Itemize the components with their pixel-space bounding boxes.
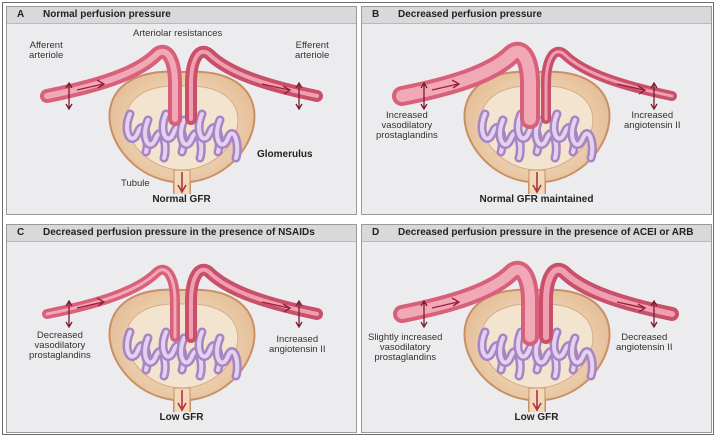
flow-arrow	[616, 301, 647, 313]
panel-title: Decreased perfusion pressure in the pres…	[398, 227, 694, 238]
capillary-lumen	[498, 336, 523, 378]
flow-arrow	[76, 297, 106, 309]
glomerulus-illustration	[40, 44, 323, 194]
panel-letter: A	[17, 9, 25, 20]
capillary-lumen	[534, 118, 559, 160]
panel-header: A Normal perfusion pressure	[7, 7, 356, 24]
capillary-lumen	[498, 118, 523, 160]
angiotensin-label: Increased angiotensin II	[624, 110, 681, 131]
glomerulus-illustration	[42, 263, 323, 412]
panel-letter: B	[372, 9, 380, 20]
filtrate-arrow	[532, 390, 542, 412]
afferent-lumen	[397, 264, 535, 342]
angiotensin-label: Increased angiotensin II	[269, 334, 326, 355]
gfr-outcome: Normal GFR	[152, 194, 211, 205]
capillary-lumen	[570, 336, 595, 378]
afferent-lumen	[45, 268, 177, 339]
prostaglandins-label: Decreased vasodilatory prostaglandins	[29, 330, 91, 361]
flow-arrow	[261, 301, 292, 313]
panel-title: Normal perfusion pressure	[43, 9, 171, 20]
panel-letter: D	[372, 227, 380, 238]
resistance-marker	[65, 299, 73, 329]
panel-header: C Decreased perfusion pressure in the pr…	[7, 225, 356, 242]
afferent-lumen	[396, 45, 536, 125]
flow-arrow	[431, 297, 461, 309]
panel-b: B Decreased perfusion pressure Increased…	[361, 6, 712, 215]
prostaglandins-label: Increased vasodilatory prostaglandins	[376, 110, 438, 141]
resistance-marker	[650, 299, 658, 329]
capillary-lumen	[215, 118, 240, 160]
gfr-outcome: Low GFR	[159, 412, 204, 423]
efferent-arteriole-label: Efferent arteriole	[295, 40, 330, 61]
flow-arrow	[431, 79, 461, 91]
panel-d: D Decreased perfusion pressure in the pr…	[361, 224, 712, 433]
capillary-lumen	[179, 118, 204, 160]
panel-header: D Decreased perfusion pressure in the pr…	[362, 225, 711, 242]
tubule-label: Tubule	[121, 178, 150, 189]
panel-header: B Decreased perfusion pressure	[362, 7, 711, 24]
angiotensin-label: Decreased angiotensin II	[616, 332, 673, 353]
capillary-lumen	[570, 118, 595, 160]
panel-c: C Decreased perfusion pressure in the pr…	[6, 224, 357, 433]
panel-a: A Normal perfusion pressure Afferent art…	[6, 6, 357, 215]
capillary-lumen	[534, 336, 559, 378]
filtrate-arrow	[532, 172, 542, 194]
arteriolar-resistances-label: Arteriolar resistances	[133, 28, 223, 39]
gfr-outcome: Low GFR	[514, 412, 559, 423]
resistance-marker	[420, 81, 428, 111]
glomerulus-illustration	[392, 41, 677, 194]
resistance-marker	[650, 81, 658, 111]
afferent-lumen	[44, 48, 178, 122]
gfr-outcome: Normal GFR maintained	[479, 194, 594, 205]
panel-letter: C	[17, 227, 25, 238]
panel-title: Decreased perfusion pressure in the pres…	[43, 227, 315, 238]
filtrate-arrow	[177, 172, 187, 194]
glomerulus-illustration	[393, 260, 679, 412]
resistance-marker	[295, 299, 303, 329]
prostaglandins-label: Slightly increased vasodilatory prostagl…	[368, 332, 443, 363]
resistance-marker	[295, 81, 303, 111]
flow-arrow	[616, 83, 647, 95]
flow-arrow	[261, 83, 292, 95]
capillary-lumen	[143, 118, 168, 160]
capillary-lumen	[179, 336, 204, 378]
glomerulus-label: Glomerulus	[257, 149, 313, 160]
resistance-marker	[65, 81, 73, 111]
resistance-marker	[420, 299, 428, 329]
flow-arrow	[76, 79, 106, 91]
filtrate-arrow	[177, 390, 187, 412]
capillary-lumen	[215, 336, 240, 378]
afferent-arteriole-label: Afferent arteriole	[29, 40, 64, 61]
capillary-lumen	[143, 336, 168, 378]
panel-title: Decreased perfusion pressure	[398, 9, 542, 20]
